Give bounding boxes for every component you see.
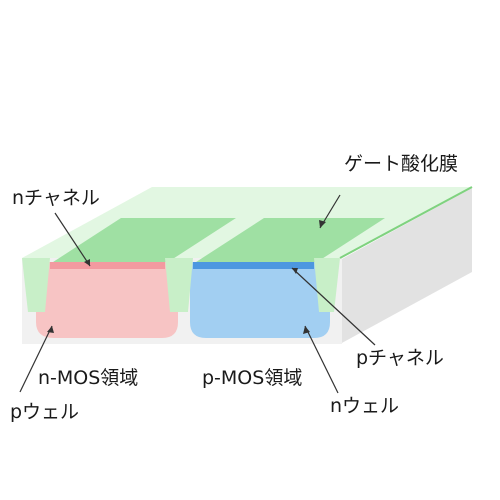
label-gate-oxide: ゲート酸化膜 bbox=[344, 153, 458, 175]
label-n-channel: nチャネル bbox=[12, 187, 100, 209]
pmos-gate bbox=[193, 218, 385, 264]
n-channel bbox=[50, 262, 165, 269]
label-pmos-region: p-MOS領域 bbox=[202, 367, 302, 389]
arrowhead-p-channel bbox=[292, 268, 298, 274]
isolation-trench-right bbox=[314, 258, 340, 312]
substrate-right-side bbox=[340, 188, 472, 344]
arrowhead-n-well bbox=[303, 326, 310, 334]
label-p-channel: pチャネル bbox=[356, 347, 444, 369]
arrowhead-gate-oxide bbox=[319, 220, 326, 228]
isolation-trench-left bbox=[22, 258, 50, 312]
label-p-well: pウェル bbox=[10, 401, 79, 423]
leader-n-well bbox=[304, 325, 339, 394]
leader-p-well bbox=[19, 325, 53, 393]
arrowhead-p-well bbox=[47, 326, 54, 333]
oxide-top-edge bbox=[339, 186, 473, 259]
arrowhead-n-channel bbox=[84, 259, 90, 266]
label-nmos-region: n-MOS領域 bbox=[38, 367, 138, 389]
p-well bbox=[36, 262, 178, 338]
label-n-well: nウェル bbox=[330, 395, 399, 417]
leader-n-channel bbox=[54, 212, 91, 267]
n-well bbox=[190, 262, 330, 338]
leader-p-channel bbox=[291, 267, 376, 346]
nmos-gate bbox=[50, 218, 236, 264]
p-channel bbox=[193, 262, 314, 269]
isolation-trench-middle bbox=[165, 258, 193, 312]
